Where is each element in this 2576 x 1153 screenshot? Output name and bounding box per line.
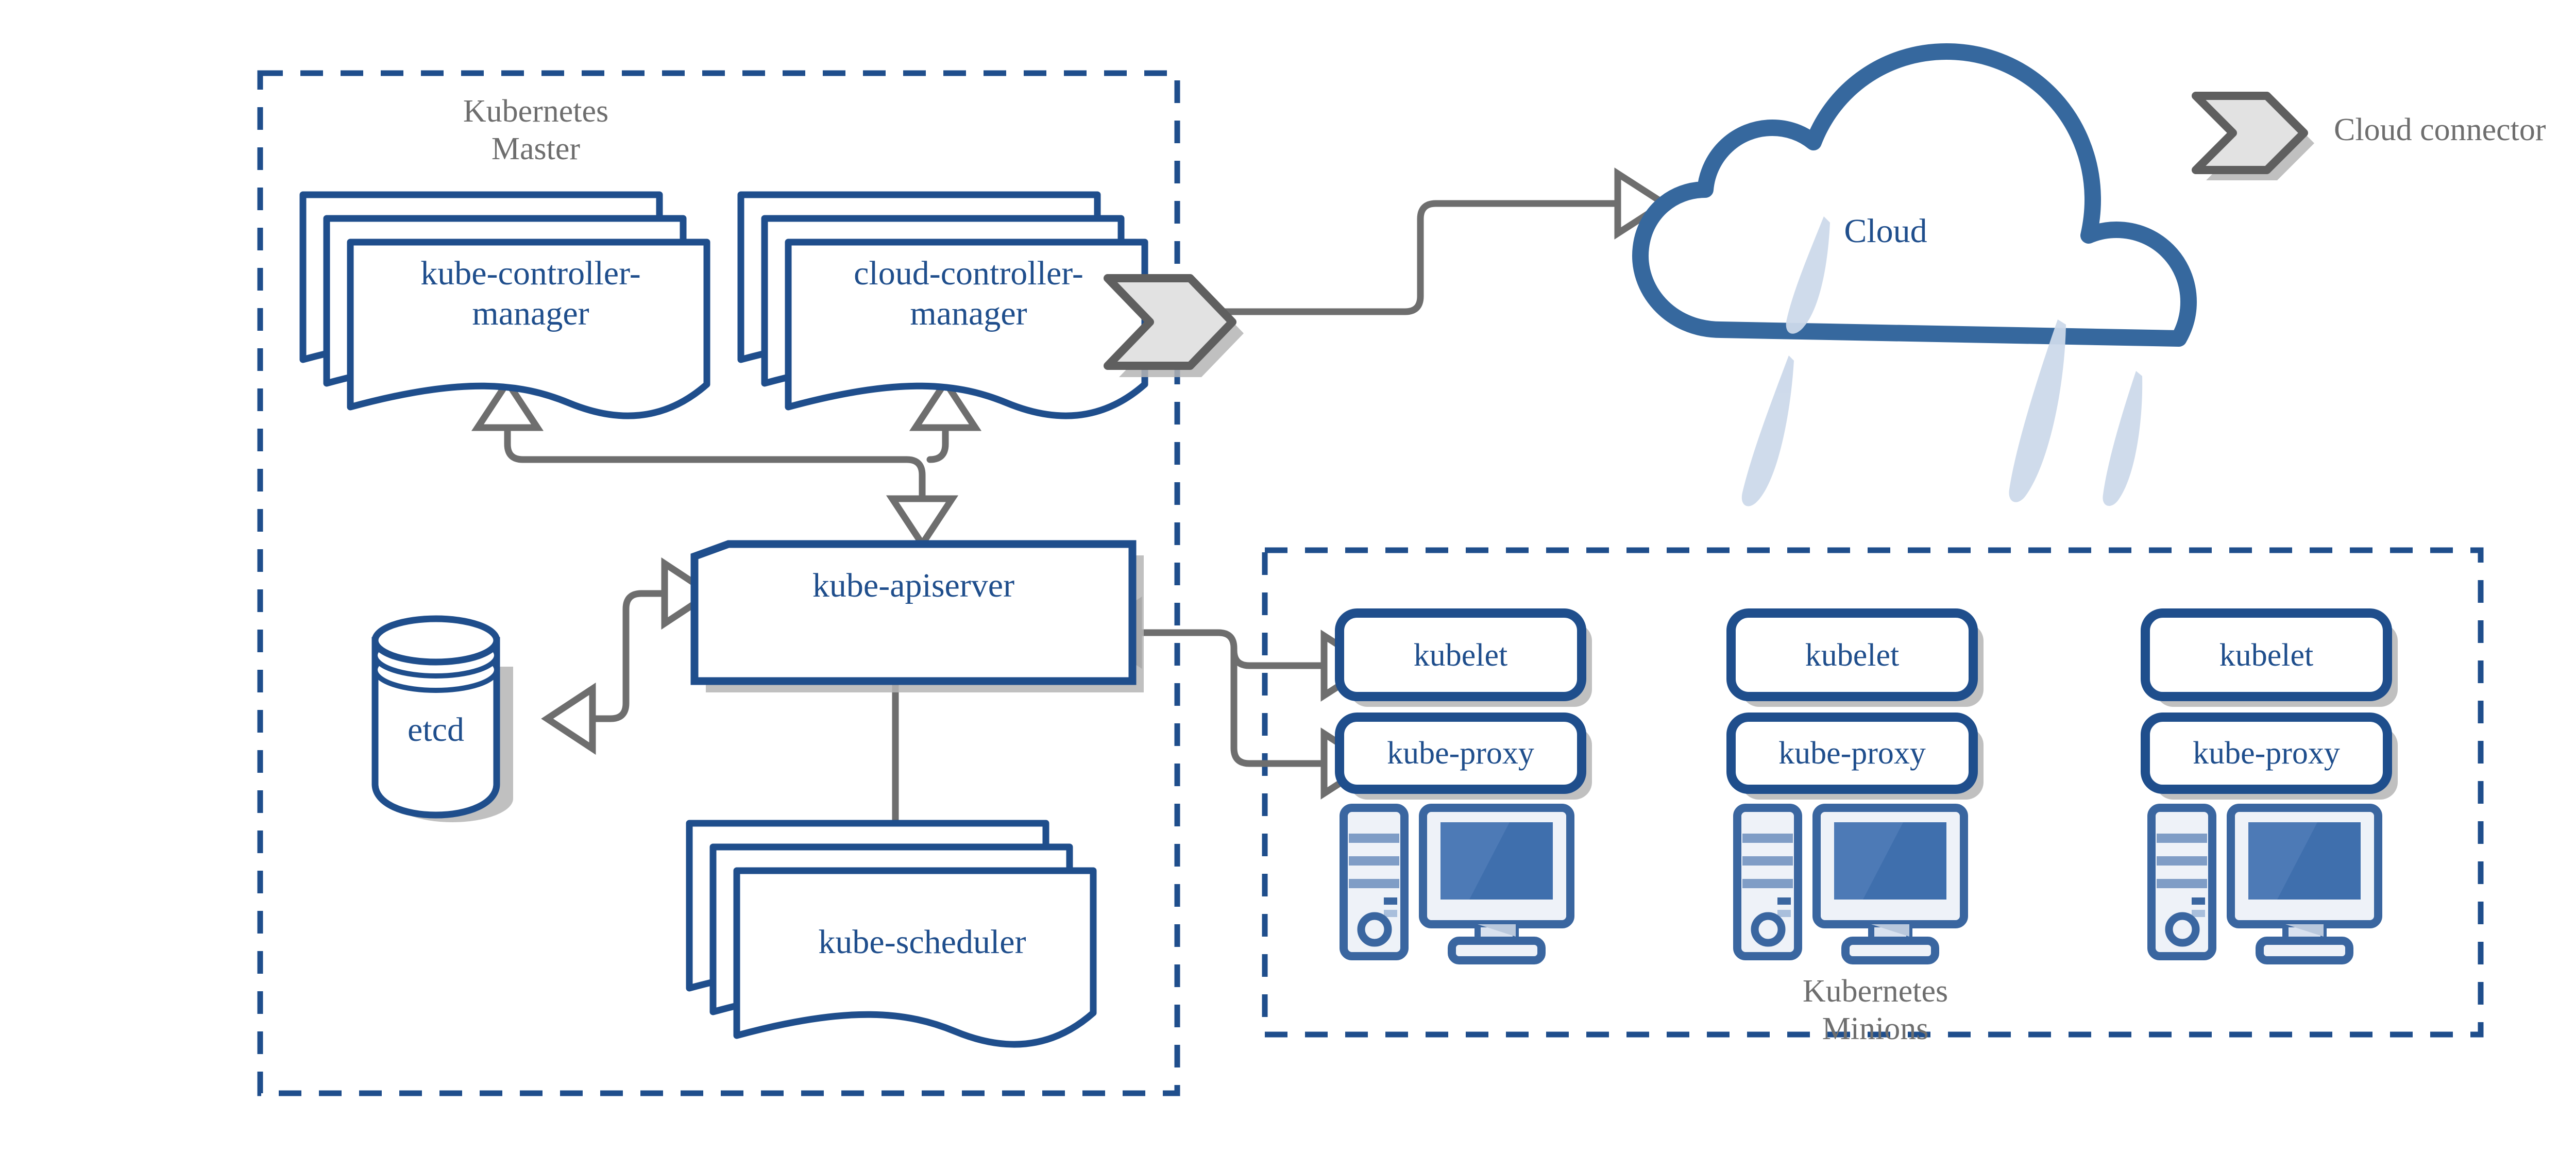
kube-controller-manager-label: kube-controller- manager xyxy=(420,255,641,332)
cloud-connector-legend-icon xyxy=(2192,92,2308,174)
tower-icon xyxy=(1733,804,1802,960)
arrowhead-to-apiserver-left xyxy=(661,557,716,630)
connector-apiserver-to-controllers xyxy=(504,424,926,502)
apiserver-box xyxy=(690,540,1137,685)
pc-icon-node-3 xyxy=(2147,804,2382,964)
connector-apiserver-etcd xyxy=(589,590,668,722)
kubelet-label-2: kubelet xyxy=(1805,638,1900,673)
connector-apiserver-to-kubeproxy xyxy=(1230,647,1328,767)
kubernetes-master-boundary xyxy=(257,70,1180,1096)
cloud-controller-manager-shape xyxy=(737,191,1148,419)
kubelet-label-3: kubelet xyxy=(2219,638,2314,673)
arrowhead-to-etcd xyxy=(541,682,596,755)
kube-apiserver-shape xyxy=(690,540,1144,692)
kubernetes-master-label: Kubernetes Master xyxy=(463,94,609,167)
doc-layer-1 xyxy=(347,239,710,419)
arrowhead-to-kube-cm xyxy=(471,376,544,431)
monitor-icon xyxy=(2227,804,2382,964)
kubeproxy-box-1 xyxy=(1335,713,1586,794)
kube-proxy-label-2: kube-proxy xyxy=(1778,736,1926,771)
cloud-label: Cloud xyxy=(1844,212,1927,250)
etcd-label: etcd xyxy=(408,711,464,749)
connectors xyxy=(504,200,1621,828)
doc-layer-1 xyxy=(785,239,1148,419)
tower-icon xyxy=(2147,804,2216,960)
chevron-connector-icon xyxy=(1104,274,1236,370)
cloud-connector-icon-inline xyxy=(1104,274,1244,377)
monitor-icon xyxy=(1812,804,1968,964)
arrowhead-to-cloud xyxy=(1614,167,1670,240)
kubelet-box-3 xyxy=(2141,608,2392,701)
kube-scheduler-shape xyxy=(686,820,1097,1048)
kubernetes-minions-label: Kubernetes Minions xyxy=(1802,974,1948,1047)
kubelet-label-1: kubelet xyxy=(1413,638,1508,673)
kubeproxy-box-2 xyxy=(1726,713,1978,794)
arrowhead-to-apiserver-top xyxy=(886,495,959,550)
group-boundaries xyxy=(257,70,2484,1096)
kube-proxy-label-3: kube-proxy xyxy=(2193,736,2340,771)
cloud-shape xyxy=(1632,43,2197,506)
cloud-accents xyxy=(1741,216,2143,506)
doc-layer-1 xyxy=(733,867,1097,1048)
kube-proxy-label-1: kube-proxy xyxy=(1387,736,1534,771)
tower-icon xyxy=(1340,804,1409,960)
pc-icon-node-1 xyxy=(1340,804,1574,964)
monitor-icon xyxy=(1419,804,1574,964)
connector-cloudcm-to-cloud xyxy=(1176,200,1621,315)
connector-apiserver-to-cloudcm xyxy=(926,424,949,463)
kube-scheduler-label: kube-scheduler xyxy=(818,923,1026,961)
pc-icon-node-2 xyxy=(1733,804,1968,964)
minion-computers xyxy=(1340,804,2382,964)
etcd-ring-1 xyxy=(371,615,500,666)
kubeproxy-box-3 xyxy=(2141,713,2392,794)
kubelet-box-2 xyxy=(1726,608,1978,701)
kube-controller-manager-shape xyxy=(299,191,710,419)
legend-chevron xyxy=(2192,92,2314,180)
kube-apiserver-label: kube-apiserver xyxy=(812,567,1015,604)
minion-pills xyxy=(1335,608,2398,800)
etcd-shape xyxy=(371,615,513,822)
cloud-outline xyxy=(1632,43,2197,347)
arrowhead-to-cloud-cm xyxy=(909,376,982,431)
kubelet-box-1 xyxy=(1335,608,1586,701)
kubernetes-minions-boundary xyxy=(1262,547,2484,1038)
cloud-controller-manager-label: cloud-controller- manager xyxy=(854,255,1083,332)
cloud-connector-legend-label: Cloud connector xyxy=(2334,112,2546,147)
